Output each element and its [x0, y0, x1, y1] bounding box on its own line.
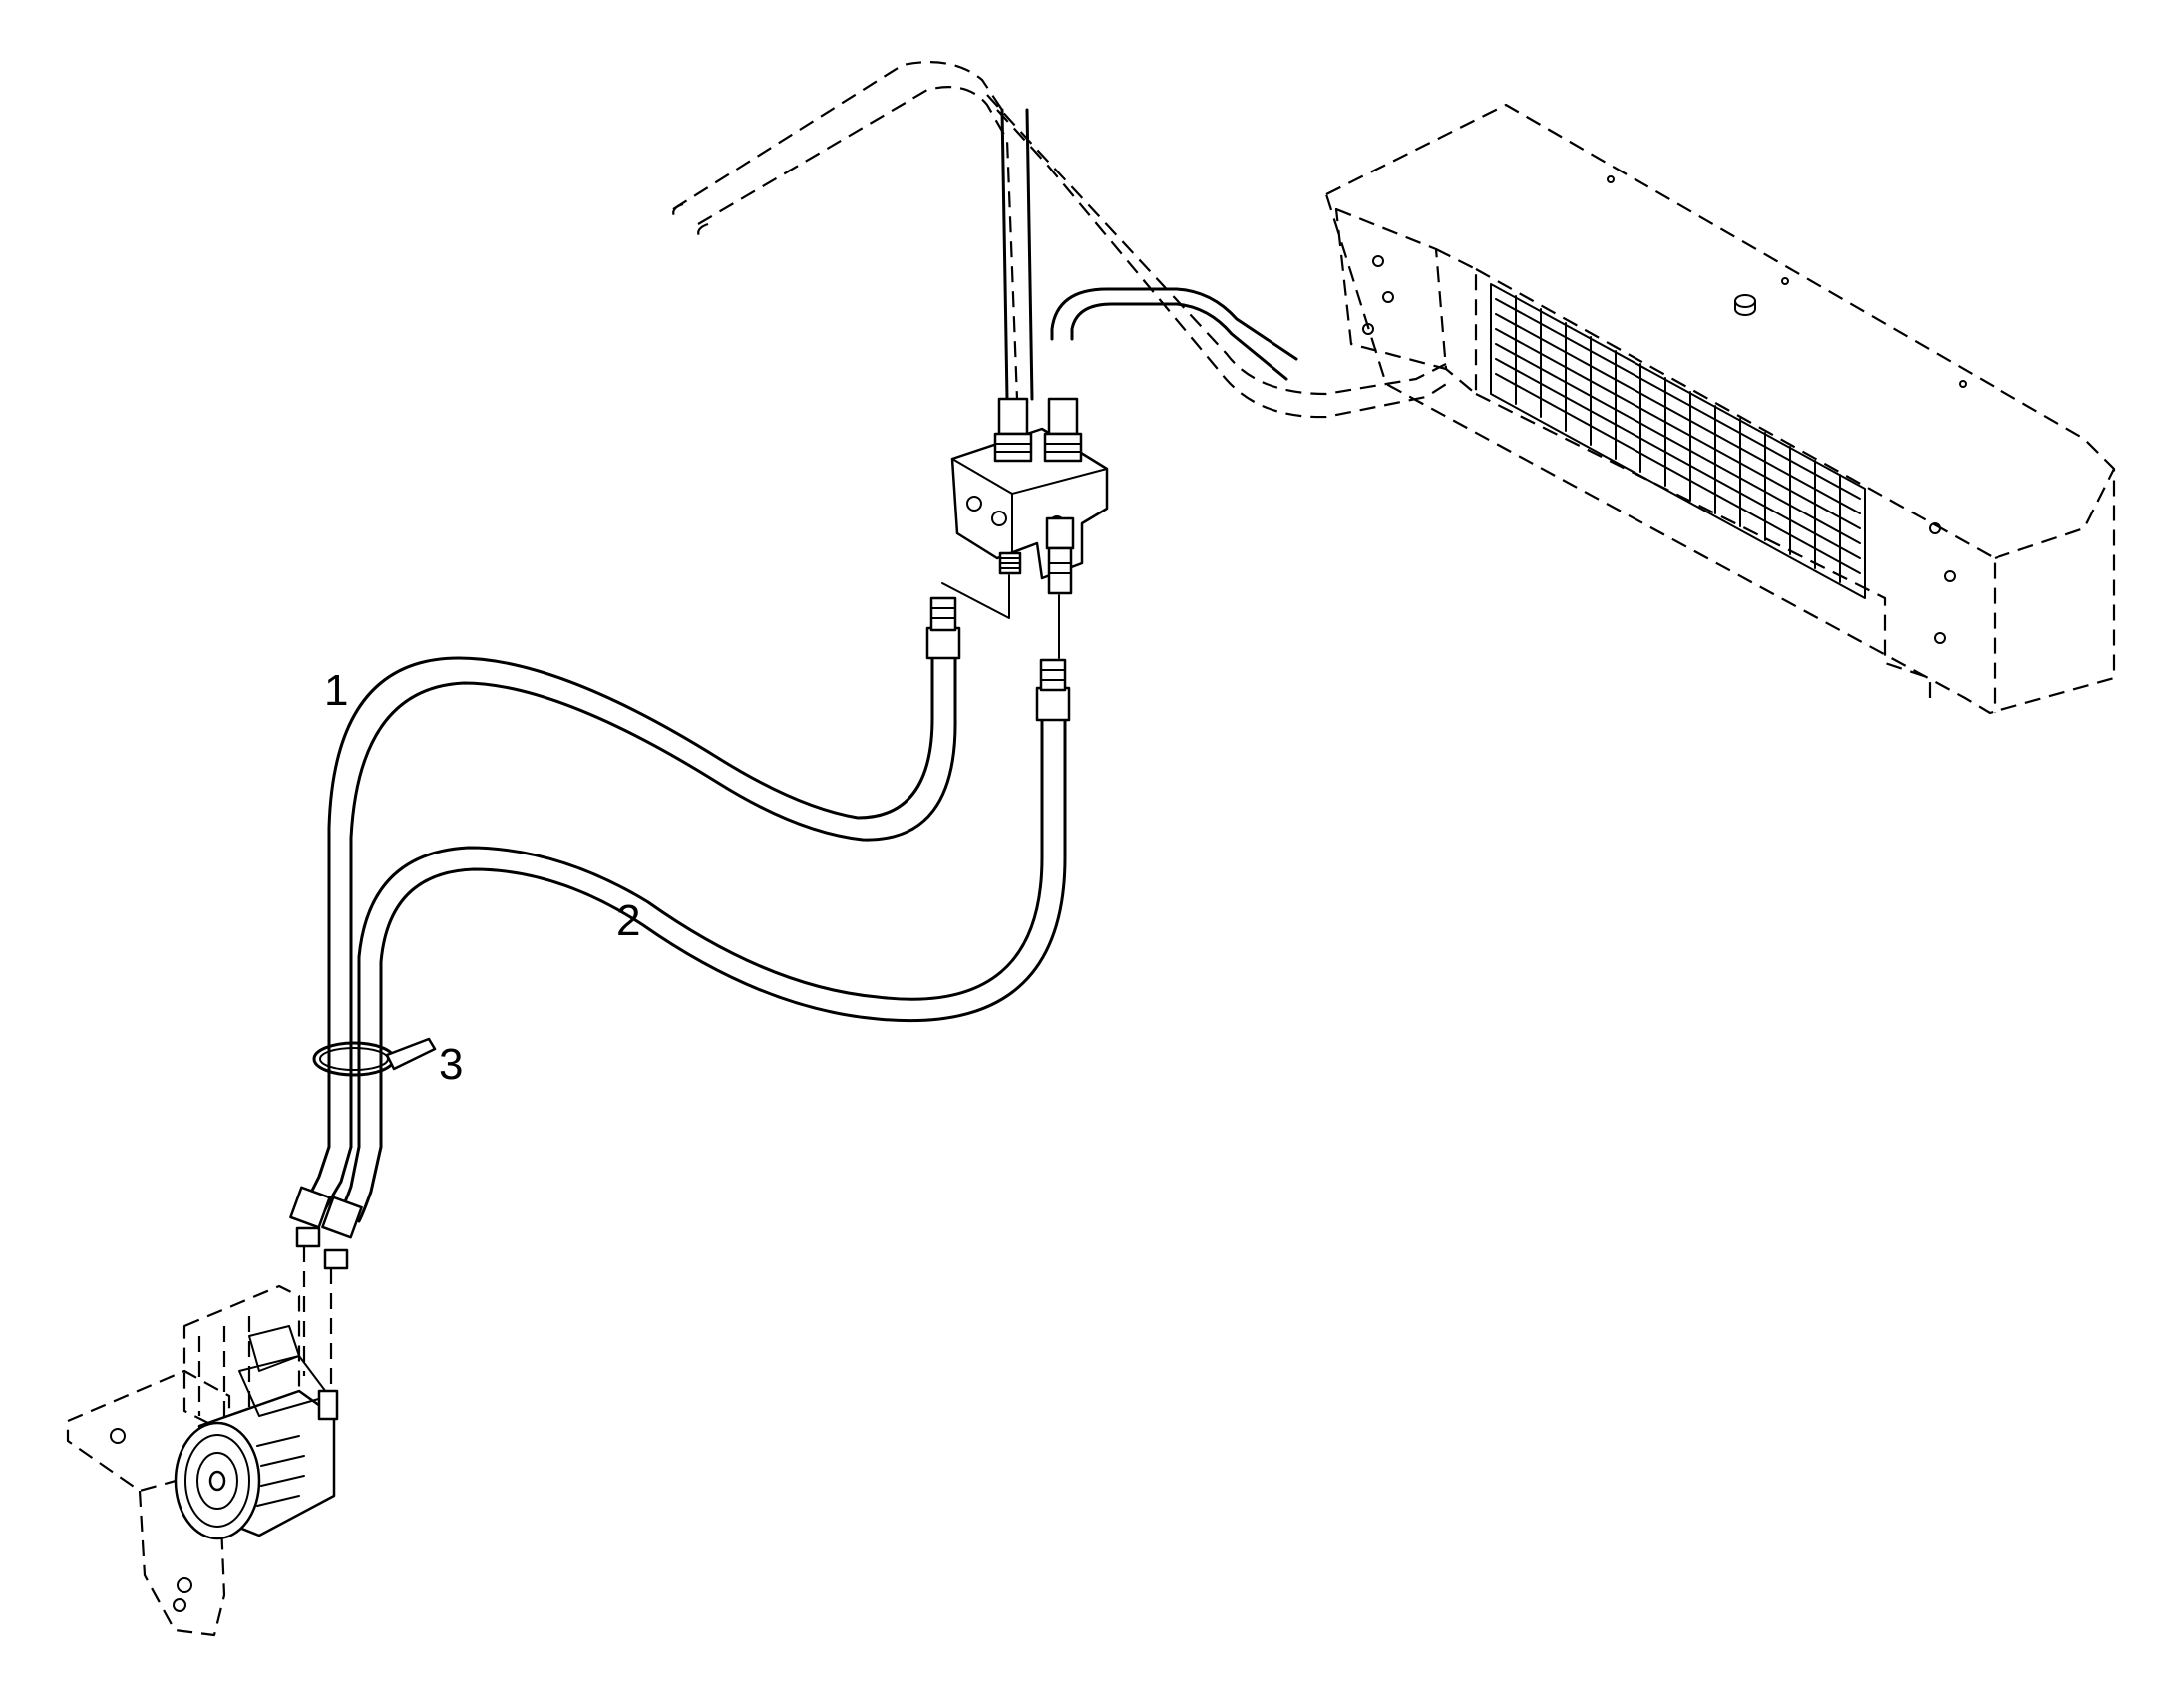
callout-3: 3: [439, 1040, 463, 1089]
leader-hose1-to-manifold: [941, 574, 1010, 619]
compressor: [174, 1325, 339, 1540]
hose-2: [357, 658, 1071, 1149]
hose-strap: [312, 1037, 437, 1077]
hose-2-end-fitting-top: [1035, 658, 1071, 722]
hose-lower-ends: [289, 1145, 383, 1270]
manifold-fitting-top-right: [1043, 397, 1083, 463]
manifold-block: [950, 397, 1109, 595]
manifold-fitting-bottom-left: [998, 551, 1022, 575]
callout-2: 2: [616, 896, 640, 945]
hose-1-end-fitting-top: [925, 596, 961, 660]
upstream-pipes-phantom: [672, 61, 1452, 419]
condenser-unit-phantom: [1324, 103, 2116, 715]
condenser-fins: [1490, 283, 1866, 599]
callout-1: 1: [324, 666, 348, 715]
manifold-fitting-top-left: [993, 397, 1033, 463]
hose-1: [327, 596, 961, 1149]
manifold-fitting-bottom-right: [1045, 516, 1075, 595]
